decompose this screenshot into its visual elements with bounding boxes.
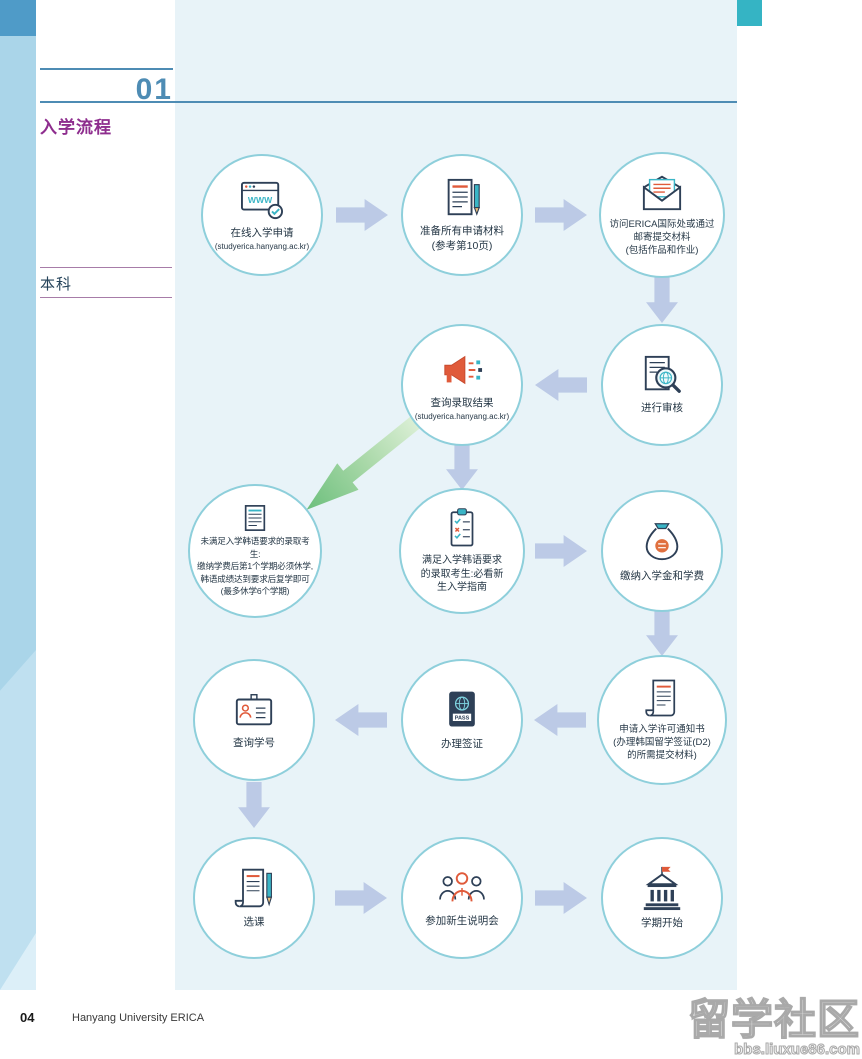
university-building-icon xyxy=(637,865,687,911)
document-icon xyxy=(238,504,272,532)
flow-step-label: 选课 xyxy=(243,916,265,929)
megaphone-icon xyxy=(437,349,487,391)
flow-step-submit-materials: 访问ERICA国际处或通过 邮寄提交材料 (包括作品和作业) xyxy=(599,152,725,278)
flow-step-online-application: WWW 在线入学申请 (studyerica.hanyang.ac.kr) xyxy=(201,154,323,276)
top-left-corner-square xyxy=(0,0,36,36)
page-number: 04 xyxy=(20,1010,35,1025)
flow-step-semester-start: 学期开始 xyxy=(601,837,723,959)
money-bag-icon xyxy=(637,518,687,564)
section-number-divider-top xyxy=(40,68,173,70)
flow-step-course-registration: 选课 xyxy=(193,837,315,959)
flow-step-label: 未满足入学韩语要求的录取考生: 缴纳学费后第1个学期必须休学, 韩语成绩达到要求… xyxy=(197,536,313,597)
flow-step-visa: PASS 办理签证 xyxy=(401,659,523,781)
left-accent-strip-lower xyxy=(0,650,36,990)
category-divider-bottom xyxy=(40,297,172,298)
svg-text:PASS: PASS xyxy=(455,716,470,722)
flow-step-admission-letter: 申请入学许可通知书 (办理韩国留学签证(D2) 的所需提交材料) xyxy=(597,655,727,785)
top-right-accent-square xyxy=(737,0,762,26)
section-number-divider-bottom xyxy=(40,101,737,103)
flow-step-label: 查询录取结果 xyxy=(430,397,494,410)
flow-step-label: 在线入学申请 xyxy=(230,227,294,240)
passport-icon: PASS xyxy=(438,688,486,732)
flow-step-prepare-materials: 准备所有申请材料 (参考第10页) xyxy=(401,154,523,276)
id-card-icon xyxy=(229,689,279,731)
flow-step-label: 进行审核 xyxy=(641,402,683,415)
browser-www-icon: WWW xyxy=(237,179,287,221)
flow-step-url: (studyerica.hanyang.ac.kr) xyxy=(214,241,310,251)
flow-step-review: 进行审核 xyxy=(601,324,723,446)
document-magnifier-icon xyxy=(637,354,687,396)
flow-step-label: 申请入学许可通知书 (办理韩国留学签证(D2) 的所需提交材料) xyxy=(613,724,711,761)
watermark: 留学社区 bbs.liuxue86.com xyxy=(687,995,861,1058)
flow-step-orientation: 参加新生说明会 xyxy=(401,837,523,959)
flow-step-student-id: 查询学号 xyxy=(193,659,315,781)
section-number: 01 xyxy=(135,73,173,106)
page-title: 入学流程 xyxy=(40,118,112,137)
flow-step-label: 办理签证 xyxy=(441,738,483,751)
flow-step-label: 满足入学韩语要求 的录取考生:必看新 生入学指南 xyxy=(420,555,504,594)
people-group-icon xyxy=(435,867,489,909)
svg-text:WWW: WWW xyxy=(248,195,273,205)
flow-step-label: 准备所有申请材料 (参考第10页) xyxy=(420,225,504,252)
flow-step-check-result: 查询录取结果 (studyerica.hanyang.ac.kr) xyxy=(401,324,523,446)
flow-step-label: 访问ERICA国际处或通过 邮寄提交材料 (包括作品和作业) xyxy=(609,219,715,256)
envelope-mail-icon xyxy=(637,172,687,214)
scroll-pencil-icon xyxy=(230,866,278,910)
flow-step-pay-fees: 缴纳入学金和学费 xyxy=(601,490,723,612)
flow-step-label: 缴纳入学金和学费 xyxy=(620,570,704,583)
flow-step-url: (studyerica.hanyang.ac.kr) xyxy=(414,411,510,421)
flow-step-korean-met: 满足入学韩语要求 的录取考生:必看新 生入学指南 xyxy=(399,488,525,614)
flow-step-label: 查询学号 xyxy=(233,737,275,750)
document-pencil-icon xyxy=(437,177,487,219)
flow-step-label: 参加新生说明会 xyxy=(425,915,499,928)
flow-step-korean-not-met: 未满足入学韩语要求的录取考生: 缴纳学费后第1个学期必须休学, 韩语成绩达到要求… xyxy=(188,484,322,618)
watermark-title: 留学社区 xyxy=(687,995,860,1043)
footer-text: Hanyang University ERICA xyxy=(72,1012,205,1024)
category-label: 本科 xyxy=(40,276,73,293)
checklist-clipboard-icon xyxy=(439,507,485,549)
category-divider-top xyxy=(40,267,172,268)
watermark-url: bbs.liuxue86.com xyxy=(734,1040,861,1058)
flow-step-label: 学期开始 xyxy=(641,917,683,930)
scroll-document-icon xyxy=(639,677,685,719)
